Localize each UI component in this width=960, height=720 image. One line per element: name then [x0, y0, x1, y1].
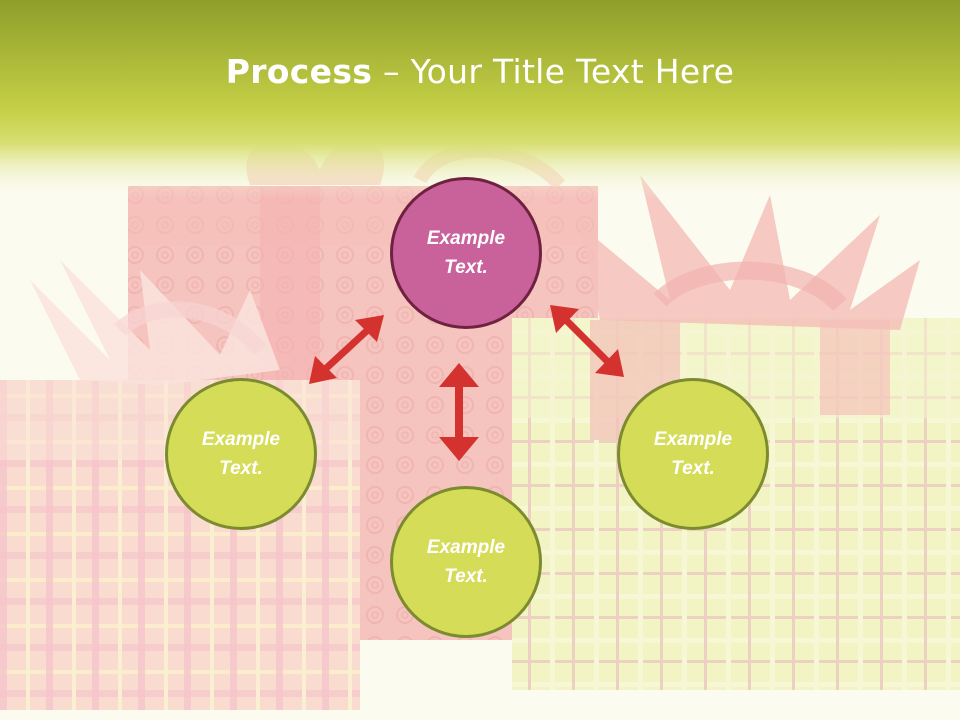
- title-rest: – Your Title Text Here: [372, 52, 735, 91]
- node-text-line: Text.: [219, 458, 263, 479]
- double-arrow-top-left: [309, 315, 384, 384]
- node-text-line: Example: [426, 228, 506, 249]
- node-text-line: Example: [653, 429, 733, 450]
- double-arrow-top-bottom: [439, 363, 479, 461]
- node-text-line: Text.: [444, 257, 488, 278]
- node-text-line: Text.: [671, 458, 715, 479]
- double-arrow-top-right: [550, 305, 624, 377]
- node-text-line: Example: [426, 537, 506, 558]
- node-text-line: Example: [201, 429, 281, 450]
- title-bold-word: Process: [225, 52, 373, 91]
- node-text-line: Text.: [444, 566, 488, 587]
- slide-title: Process – Your Title Text Here: [0, 52, 960, 91]
